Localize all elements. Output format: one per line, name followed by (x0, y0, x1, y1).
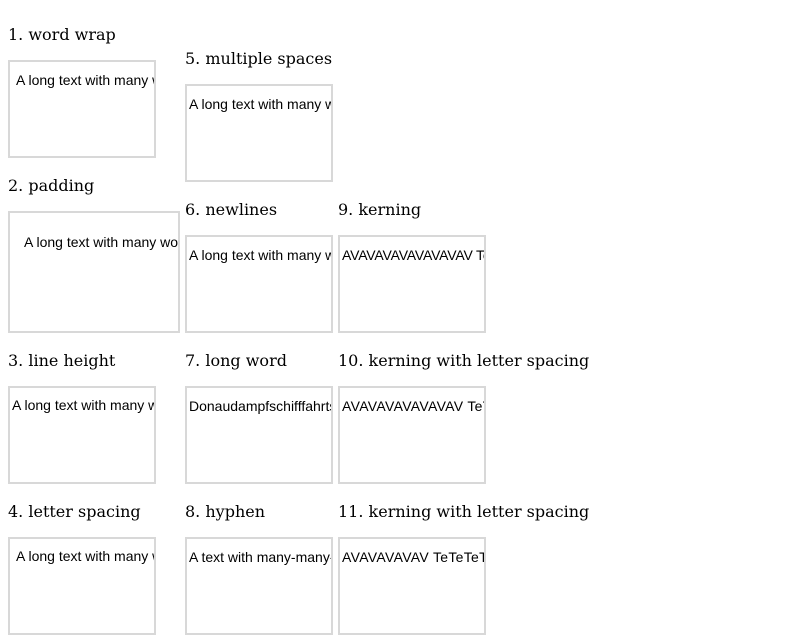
test-heading-kerning-letter-spacing: 10. kerning with letter spacing (338, 351, 590, 370)
test-heading-newlines: 6. newlines (185, 200, 278, 219)
box-text: A text with many-many-words (189, 549, 331, 565)
test-heading-padding: 2. padding (8, 176, 95, 195)
box-text: A long text with many words (189, 247, 331, 263)
text-box-multiple-spaces: A long text with many words (185, 84, 333, 182)
text-box-padding: A long text with many words (8, 211, 180, 333)
text-box-kerning-letter-spacing: AVAVAVAVAVAVAV TeTeTe (338, 386, 486, 484)
text-box-word-wrap: A long text with many words that wraps (8, 60, 156, 158)
test-heading-kerning-letter-spacing-2: 11. kerning with letter spacing (338, 502, 590, 521)
text-box-kerning-letter-spacing-2: AVAVAVAVAV TeTeTeTe (338, 537, 486, 635)
box-text: A long text with many words (189, 96, 331, 112)
box-text: A long text with many words (12, 397, 154, 413)
box-text: AVAVAVAVAV TeTeTeTe (342, 549, 486, 565)
text-box-letter-spacing: A long text with many words (8, 537, 156, 635)
text-box-kerning: AVAVAVAVAVAVAVAV TeTeTe (338, 235, 486, 333)
test-heading-long-word: 7. long word (185, 351, 287, 370)
box-text: A long text with many words (16, 548, 154, 564)
box-text: A long text with many words (24, 234, 179, 250)
box-text: Donaudampfschifffahrtsgesellschaft (189, 398, 331, 414)
text-box-hyphen: A text with many-many-words (185, 537, 333, 635)
test-heading-kerning: 9. kerning (338, 200, 422, 219)
test-heading-multiple-spaces: 5. multiple spaces (185, 49, 333, 68)
box-text: A long text with many words that wraps (16, 72, 154, 88)
test-heading-hyphen: 8. hyphen (185, 502, 266, 521)
text-box-long-word: Donaudampfschifffahrtsgesellschaft (185, 386, 333, 484)
box-text: AVAVAVAVAVAVAV TeTeTe (342, 398, 484, 414)
test-heading-line-height: 3. line height (8, 351, 116, 370)
text-box-newlines: A long text with many words (185, 235, 333, 333)
text-box-line-height: A long text with many words (8, 386, 156, 484)
test-heading-word-wrap: 1. word wrap (8, 25, 116, 44)
box-text: AVAVAVAVAVAVAVAV TeTeTe (342, 247, 484, 263)
test-heading-letter-spacing: 4. letter spacing (8, 502, 141, 521)
